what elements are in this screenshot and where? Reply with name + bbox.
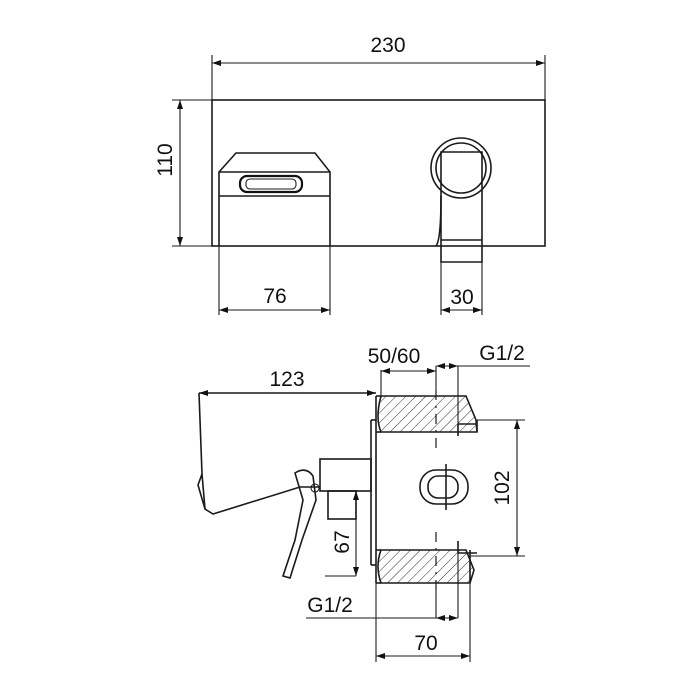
dim-wall-depth: 50/60	[368, 345, 421, 368]
wall-section-top	[377, 395, 478, 433]
dim-body-depth: 70	[414, 632, 437, 655]
spout-front	[430, 137, 492, 263]
wall-section-bottom	[377, 549, 475, 584]
dim-body-height: 102	[491, 470, 514, 505]
cartridge	[419, 464, 469, 510]
dim-spout-width: 30	[450, 286, 473, 309]
side-view: 123 50/60 G1/2 102 67 G1/2 70	[197, 342, 530, 662]
dim-lever-projection: 123	[269, 368, 304, 391]
dim-height-total: 110	[154, 143, 177, 176]
dim-thread-bottom: G1/2	[307, 594, 353, 617]
dim-width-total: 230	[370, 34, 405, 57]
dim-handle-height: 67	[331, 530, 354, 553]
dim-thread-top: G1/2	[479, 342, 525, 365]
wall-plate	[211, 99, 546, 247]
dim-lever-width: 76	[263, 285, 286, 308]
lever-front	[218, 152, 331, 246]
front-view: 230 110 76 30	[154, 34, 546, 315]
